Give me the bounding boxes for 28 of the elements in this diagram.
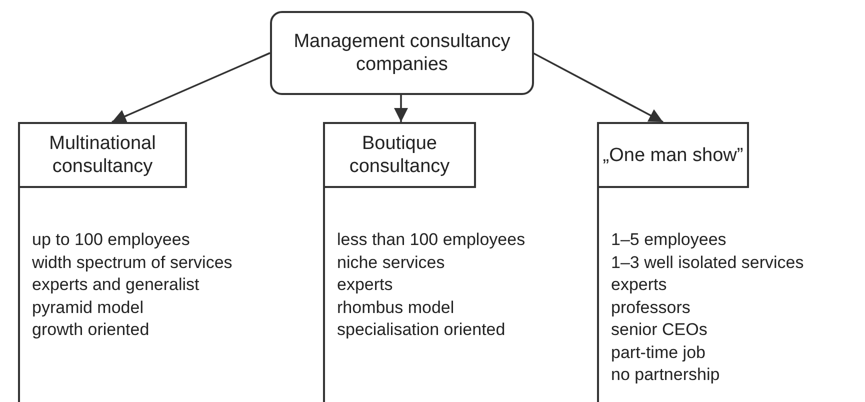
category-box bbox=[597, 122, 749, 188]
feature-text: part-time job bbox=[611, 342, 706, 364]
feature-text: senior CEOs bbox=[611, 319, 708, 341]
arrow bbox=[532, 52, 664, 123]
feature-text: less than 100 employees bbox=[337, 229, 526, 251]
feature-text: pyramid model bbox=[32, 296, 144, 318]
arrow bbox=[394, 95, 408, 122]
box-label: Management consultancy companies bbox=[292, 30, 512, 76]
feature-text: no partnership bbox=[611, 364, 720, 386]
category-box bbox=[323, 122, 476, 188]
box-label: Multinational consultancy bbox=[48, 132, 157, 178]
feature-text: experts and generalist bbox=[32, 274, 200, 296]
root-box bbox=[270, 11, 534, 95]
feature-text: 1–3 well isolated services bbox=[611, 252, 804, 274]
box-label: Boutique consultancy bbox=[348, 132, 451, 178]
arrow bbox=[112, 52, 270, 123]
feature-text: professors bbox=[611, 296, 690, 318]
feature-text: growth oriented bbox=[32, 319, 150, 341]
feature-text: 1–5 employees bbox=[611, 229, 726, 251]
feature-text: experts bbox=[611, 274, 667, 296]
feature-text: specialisation oriented bbox=[337, 319, 506, 341]
feature-text: up to 100 employees bbox=[32, 229, 190, 251]
box-label: „One man show” bbox=[602, 144, 744, 166]
category-box bbox=[18, 122, 187, 188]
feature-text: niche services bbox=[337, 252, 445, 274]
feature-text: rhombus model bbox=[337, 296, 454, 318]
feature-text: experts bbox=[337, 274, 393, 296]
feature-text: width spectrum of services bbox=[32, 252, 232, 274]
